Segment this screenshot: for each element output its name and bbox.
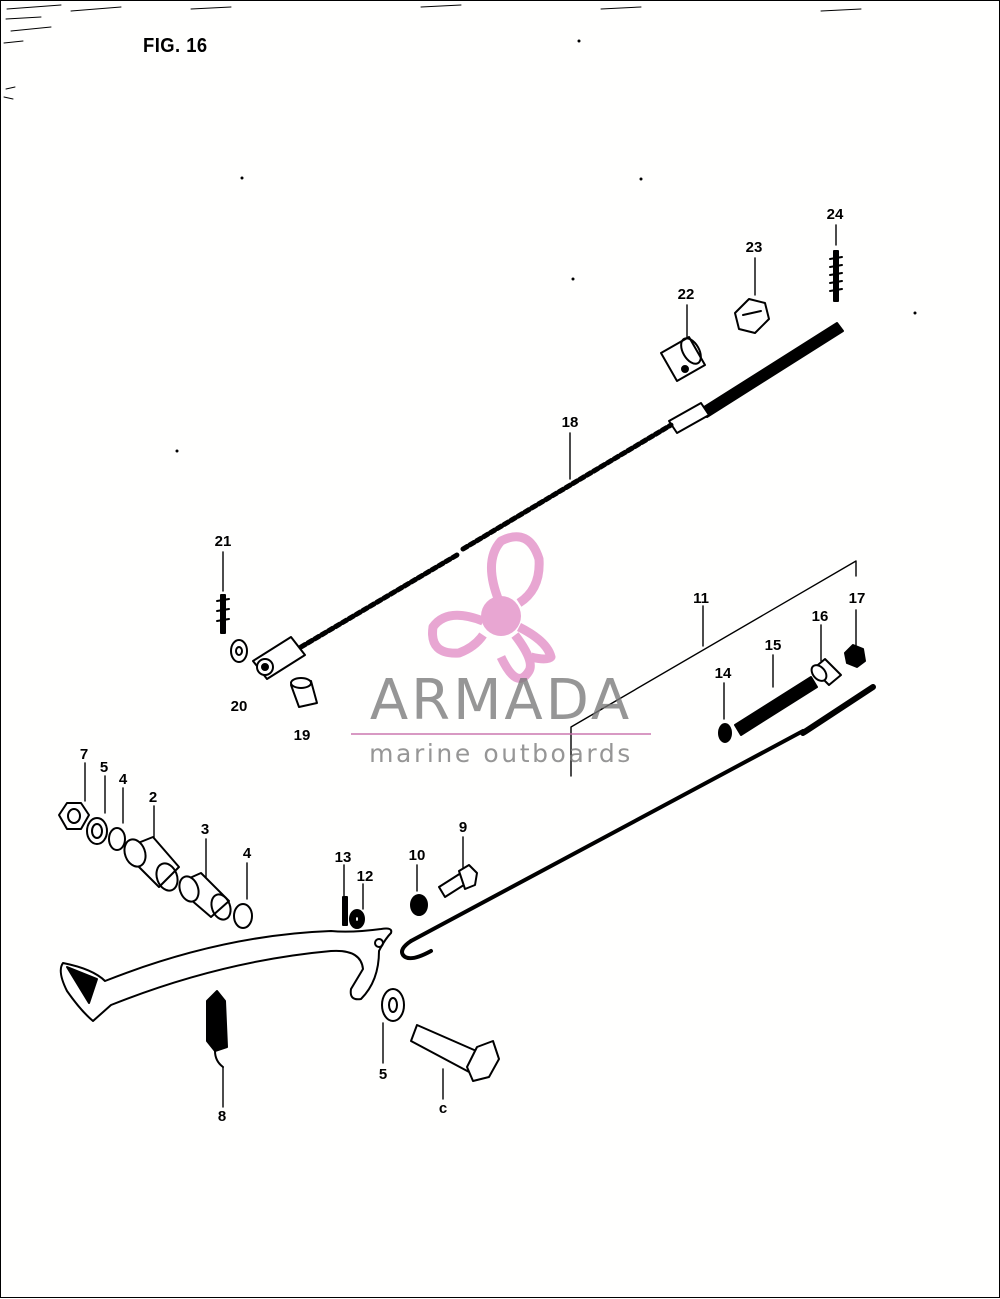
callout-22: 22 [677, 286, 695, 303]
callout-5-lower: 5 [378, 1066, 388, 1083]
leader-lines [84, 224, 857, 1108]
callout-2: 2 [148, 789, 158, 806]
callout-15: 15 [764, 637, 782, 654]
part-15-spring [734, 676, 818, 736]
figure-title: FIG. 16 [143, 35, 208, 57]
part-5-washer-lower [381, 988, 405, 1022]
callout-14: 14 [714, 665, 732, 682]
part-12-washer [349, 909, 365, 929]
part-24-screw [829, 250, 843, 302]
part-21-pin [216, 594, 230, 634]
scan-dots [175, 39, 917, 453]
callout-21: 21 [214, 533, 232, 550]
part-14-nut [718, 723, 732, 743]
watermark-divider [351, 733, 651, 735]
callout-4-upper: 4 [118, 771, 128, 788]
watermark-tagline: marine outboards [369, 739, 633, 768]
scan-noise [3, 4, 862, 100]
callout-18: 18 [561, 414, 579, 431]
callout-11: 11 [693, 590, 709, 607]
part-10-nut [410, 894, 428, 916]
part-2-bushing [123, 836, 180, 892]
part-6-bolt [410, 1024, 500, 1082]
part-13-pin [342, 896, 348, 926]
part-19-pin [290, 677, 318, 708]
watermark-brand: ARMADA [369, 668, 633, 733]
callout-3: 3 [200, 821, 210, 838]
callout-7: 7 [79, 746, 89, 763]
part-9-bolt [438, 864, 478, 898]
callout-20: 20 [230, 698, 248, 715]
part-22-sleeve [660, 336, 706, 382]
part-20-washer [230, 639, 248, 663]
part-5-washer-upper [86, 817, 108, 845]
part-23-nut [734, 298, 770, 334]
callout-12: 12 [356, 868, 374, 885]
callout-17: 17 [848, 590, 866, 607]
callout-16: 16 [811, 608, 829, 625]
callout-6: ϲ [438, 1100, 448, 1117]
part-17-nut [844, 644, 866, 668]
callout-9: 9 [458, 819, 468, 836]
part-4-ring-upper [108, 827, 126, 851]
part-11-rod [400, 684, 876, 961]
lever-arm [59, 927, 393, 1022]
callout-19: 19 [293, 727, 311, 744]
callout-10: 10 [408, 847, 426, 864]
part-7-nut [58, 802, 90, 830]
callout-23: 23 [745, 239, 763, 256]
part-4-ring-lower [233, 903, 253, 929]
callout-5-upper: 5 [99, 759, 109, 776]
callout-13: 13 [334, 849, 352, 866]
part-16-sleeve [810, 658, 842, 686]
part-18-cable [252, 322, 844, 680]
callout-8: 8 [217, 1108, 227, 1125]
callout-4-lower: 4 [242, 845, 252, 862]
callout-24: 24 [826, 206, 844, 223]
part-3-collar [178, 872, 232, 921]
part-8-spring [206, 990, 228, 1068]
